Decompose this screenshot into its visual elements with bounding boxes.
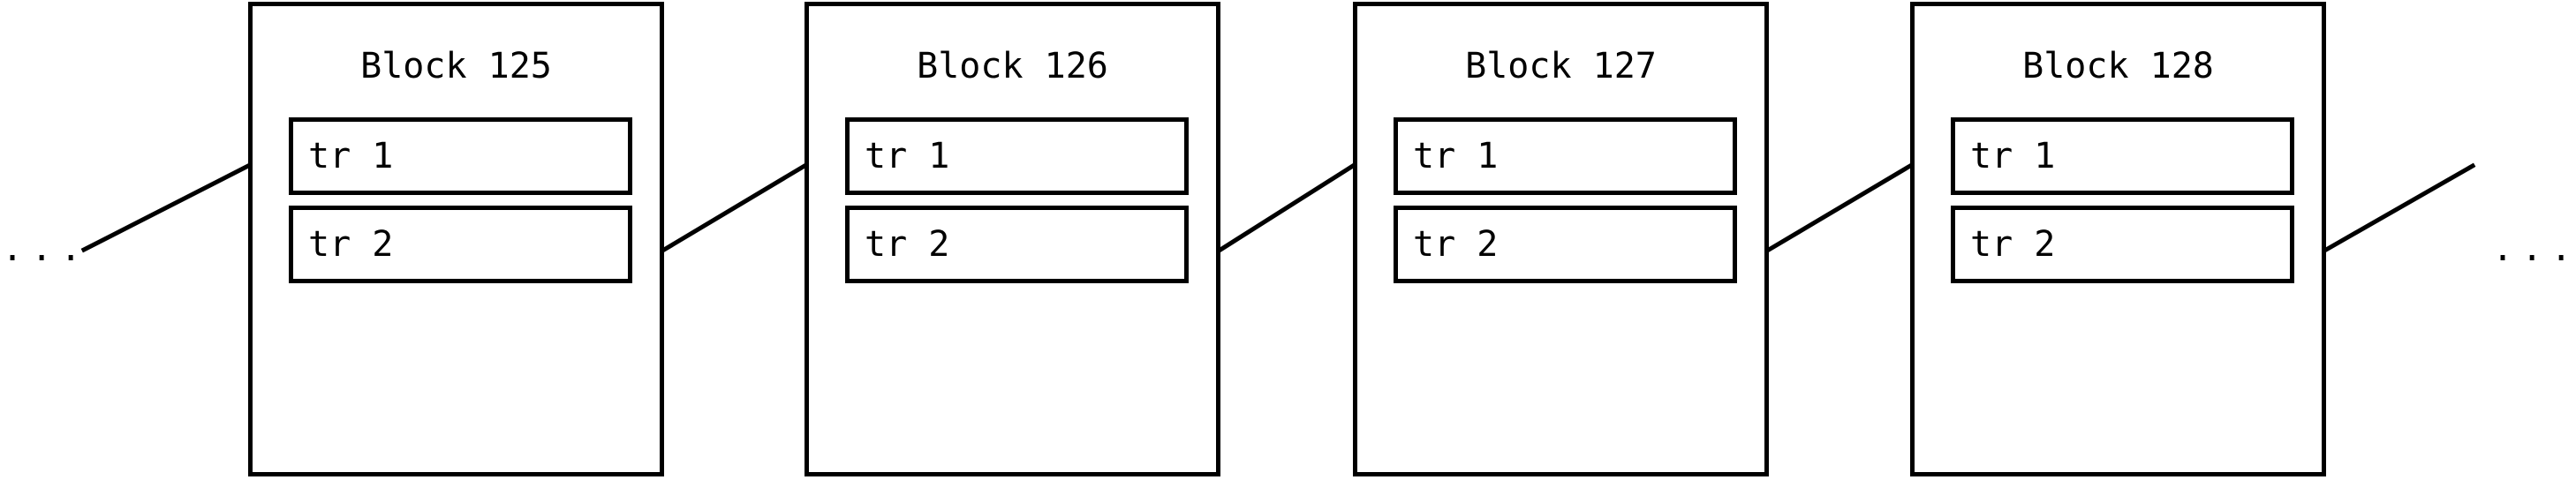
transaction-label: tr 2 [1413, 224, 1499, 265]
transaction-label: tr 1 [308, 136, 394, 176]
block-title: Block 127 [1465, 46, 1657, 86]
block-128[interactable]: Block 128 tr 1 tr 2 [1910, 2, 2326, 476]
hash-link-connector [1217, 162, 1356, 253]
block-title: Block 126 [917, 46, 1108, 86]
block-125[interactable]: Block 125 tr 1 tr 2 [248, 2, 664, 476]
block-127[interactable]: Block 127 tr 1 tr 2 [1353, 2, 1769, 476]
hash-link-connector [80, 162, 252, 253]
transaction-list: tr 1 tr 2 [1394, 117, 1737, 294]
block-126[interactable]: Block 126 tr 1 tr 2 [805, 2, 1220, 476]
transaction-label: tr 1 [865, 136, 950, 176]
transaction-row[interactable]: tr 2 [845, 206, 1189, 283]
transaction-list: tr 1 tr 2 [845, 117, 1189, 294]
transaction-label: tr 2 [308, 224, 394, 265]
block-title: Block 125 [360, 46, 552, 86]
transaction-row[interactable]: tr 1 [1951, 117, 2294, 195]
transaction-label: tr 2 [1970, 224, 2056, 265]
ellipsis-left: ... [2, 229, 90, 269]
ellipsis-right: ... [2492, 229, 2576, 269]
transaction-row[interactable]: tr 2 [1951, 206, 2294, 283]
hash-link-connector [2323, 162, 2476, 253]
transaction-row[interactable]: tr 1 [289, 117, 632, 195]
transaction-label: tr 1 [1970, 136, 2056, 176]
transaction-row[interactable]: tr 1 [1394, 117, 1737, 195]
transaction-list: tr 1 tr 2 [1951, 117, 2294, 294]
transaction-label: tr 2 [865, 224, 950, 265]
block-title: Block 128 [2022, 46, 2214, 86]
transaction-list: tr 1 tr 2 [289, 117, 632, 294]
hash-link-connector [661, 162, 808, 253]
transaction-row[interactable]: tr 2 [1394, 206, 1737, 283]
transaction-row[interactable]: tr 2 [289, 206, 632, 283]
transaction-label: tr 1 [1413, 136, 1499, 176]
hash-link-connector [1765, 162, 1914, 253]
transaction-row[interactable]: tr 1 [845, 117, 1189, 195]
